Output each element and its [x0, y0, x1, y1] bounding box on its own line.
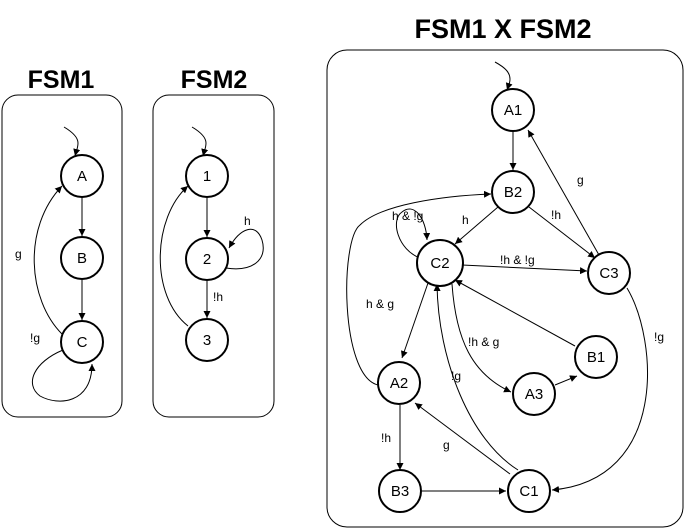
- product-label-b2-c3: !h: [551, 208, 561, 222]
- product-edge-c3-a1: [527, 129, 600, 256]
- product-edge-b2-c2: [454, 206, 499, 245]
- product-label-c2-self: h & !g: [392, 209, 423, 223]
- fsm1-label-g: g: [15, 247, 22, 261]
- fsm1-edge-c-a: [33, 185, 63, 335]
- product-edge-c2-a3: [451, 283, 512, 393]
- product-label-c2-a2: h & g: [366, 297, 394, 311]
- fsm1-panel: FSM1 g !g A B C: [1, 66, 123, 418]
- fsm2-panel: FSM2 h !h 1 2 3: [152, 66, 275, 418]
- fsm1-label-not-g: !g: [30, 331, 40, 345]
- fsm2-state-3: 3: [185, 318, 229, 362]
- fsm1-edge-c-self: [31, 349, 96, 402]
- product-state-a2-label: A2: [390, 375, 408, 392]
- fsm2-edge-3-1: [159, 185, 189, 327]
- product-label-b2-c2: h: [462, 213, 469, 227]
- product-edge-c2-a2: [400, 282, 429, 359]
- product-state-a3: A3: [512, 372, 556, 416]
- product-state-c2-label: C2: [430, 255, 449, 272]
- product-edge-b2-c3: [528, 206, 596, 259]
- product-label-c3-c1: !g: [654, 330, 664, 344]
- product-state-b1: B1: [574, 335, 618, 379]
- product-state-c3-label: C3: [599, 265, 618, 282]
- product-title: FSM1 X FSM2: [414, 14, 591, 44]
- product-state-c2: C2: [416, 239, 464, 287]
- fsm2-state-2: 2: [185, 237, 229, 281]
- fsm2-label-h: h: [244, 214, 251, 228]
- product-state-a2: A2: [377, 361, 421, 405]
- product-edge-c2-c3: [461, 264, 588, 275]
- fsm2-label-not-h: !h: [213, 290, 223, 304]
- product-state-c3: C3: [587, 251, 631, 295]
- product-edge-a3-b1: [554, 375, 578, 386]
- fsm1-state-b-label: B: [77, 250, 87, 267]
- fsm1-state-a-label: A: [77, 168, 87, 185]
- product-state-b2: B2: [491, 170, 535, 214]
- fsm1-state-c-label: C: [77, 334, 88, 351]
- fsm2-initial-arrow: [191, 126, 209, 157]
- fsm1-state-a: A: [60, 154, 104, 198]
- product-edge-c2-self: [395, 208, 431, 259]
- product-state-c1-label: C1: [519, 483, 538, 500]
- product-edge-a2-b2: [346, 190, 492, 386]
- fsm2-state-3-label: 3: [203, 332, 211, 349]
- product-state-b3-label: B3: [391, 483, 409, 500]
- product-label-c2-a3: !h & g: [468, 335, 499, 349]
- fsm2-title: FSM2: [181, 66, 248, 94]
- product-label-a2-c2: !g: [451, 369, 461, 383]
- product-edge-c1-a2: [414, 402, 511, 475]
- fsm1-initial-arrow: [63, 126, 81, 157]
- fsm1-state-b: B: [60, 236, 104, 280]
- product-label-c1-a2: g: [443, 438, 450, 452]
- fsm1-state-c: C: [60, 320, 104, 364]
- product-label-c3-a1: g: [577, 173, 584, 187]
- fsm2-state-1: 1: [185, 154, 229, 198]
- product-label-a2-b3: !h: [381, 431, 391, 445]
- product-edge-b1-c2: [454, 279, 576, 347]
- product-edge-c1-c2: [433, 283, 519, 471]
- product-panel: FSM1 X FSM2 h & !g h !h g !h & !g h & g …: [326, 14, 684, 528]
- product-edge-c3-c1: [551, 287, 648, 493]
- product-state-b1-label: B1: [587, 349, 605, 366]
- product-state-a1-label: A1: [504, 102, 522, 119]
- fsm2-state-2-label: 2: [203, 251, 211, 268]
- product-state-b3: B3: [378, 469, 422, 513]
- product-state-b2-label: B2: [504, 184, 522, 201]
- product-label-c2-c3: !h & !g: [500, 253, 535, 267]
- product-state-a1: A1: [491, 88, 535, 132]
- fsm1-title: FSM1: [28, 66, 95, 94]
- product-initial-arrow: [494, 61, 513, 91]
- product-state-c1: C1: [507, 469, 551, 513]
- fsm2-edge-2-self: [225, 228, 264, 270]
- product-state-a3-label: A3: [525, 386, 543, 403]
- fsm2-state-1-label: 1: [203, 168, 211, 185]
